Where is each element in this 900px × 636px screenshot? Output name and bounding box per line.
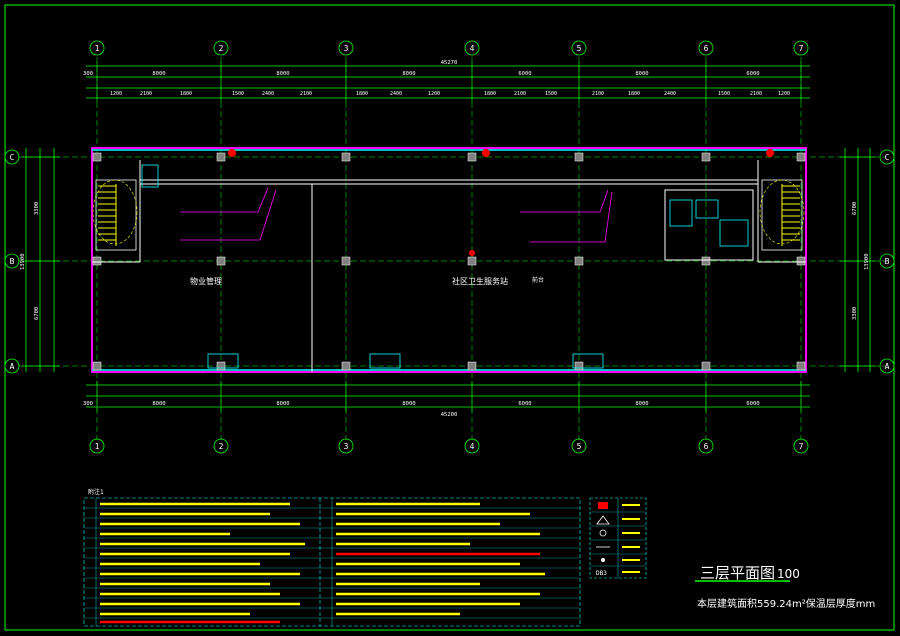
axis-label: C bbox=[885, 153, 890, 162]
svg-text:1200: 1200 bbox=[778, 91, 790, 97]
axis-label: 1 bbox=[95, 442, 100, 451]
axis-label: 4 bbox=[470, 442, 475, 451]
side-dimension-labels: 3300 6700 13900 6700 3300 13900 bbox=[20, 202, 870, 320]
axis-label: 7 bbox=[799, 44, 804, 53]
grid-axis-lines bbox=[18, 57, 885, 440]
drawing-title-text: 三层平面图 bbox=[700, 564, 776, 582]
bay-dimension: 6000 bbox=[518, 401, 531, 407]
axis-bubble-labels: 1 2 3 4 5 6 7 1 2 3 4 5 6 7 C B A C B A bbox=[10, 44, 890, 451]
axis-label: 7 bbox=[799, 442, 804, 451]
svg-text:1200: 1200 bbox=[110, 91, 122, 97]
svg-text:1800: 1800 bbox=[628, 91, 640, 97]
svg-text:1200: 1200 bbox=[428, 91, 440, 97]
left-stair bbox=[92, 179, 138, 251]
axis-label: A bbox=[10, 362, 15, 371]
svg-text:2400: 2400 bbox=[664, 91, 676, 97]
axis-label: B bbox=[885, 257, 890, 266]
svg-text:1800: 1800 bbox=[484, 91, 496, 97]
axis-label: 6 bbox=[704, 442, 709, 451]
drawing-scale: 100 bbox=[777, 567, 800, 581]
room-label: 物业管理 bbox=[190, 276, 222, 286]
notes-header: 附注1 bbox=[88, 488, 104, 496]
edge-dimension: 300 bbox=[83, 71, 93, 77]
right-stair bbox=[759, 179, 805, 251]
drawing-frame bbox=[4, 4, 895, 631]
axis-label: 4 bbox=[470, 44, 475, 53]
axis-label: A bbox=[885, 362, 890, 371]
bay-dimension: 8000 bbox=[276, 401, 289, 407]
bay-dimension: 8000 bbox=[635, 401, 648, 407]
bay-dimension: 6000 bbox=[518, 71, 531, 77]
note-text-lines bbox=[100, 502, 545, 616]
structural-columns bbox=[92, 152, 806, 371]
room-label: 社区卫生服务站 bbox=[452, 276, 508, 286]
top-dimensions bbox=[86, 65, 810, 99]
bay-dimension: 8000 bbox=[635, 71, 648, 77]
bottom-dimensions bbox=[86, 384, 810, 408]
side-dimension: 3300 bbox=[852, 307, 858, 320]
dimension-labels: 45270 8000 8000 8000 6000 8000 6000 4520… bbox=[83, 60, 760, 418]
axis-label: 3 bbox=[344, 44, 349, 53]
svg-text:1500: 1500 bbox=[232, 91, 244, 97]
svg-text:2100: 2100 bbox=[140, 91, 152, 97]
bay-dimension: 6000 bbox=[746, 401, 759, 407]
side-dimension: 6700 bbox=[34, 307, 40, 320]
interior-walls bbox=[92, 160, 806, 372]
note-text-lines-red bbox=[100, 552, 540, 624]
leader-lines bbox=[180, 187, 613, 243]
svg-text:2400: 2400 bbox=[262, 91, 274, 97]
svg-text:2100: 2100 bbox=[750, 91, 762, 97]
bay-dimension: 8000 bbox=[276, 71, 289, 77]
windows-and-fixtures bbox=[141, 164, 749, 369]
axis-label: 2 bbox=[219, 442, 224, 451]
svg-text:1800: 1800 bbox=[180, 91, 192, 97]
legend: DB3 bbox=[589, 497, 647, 579]
axis-label: 1 bbox=[95, 44, 100, 53]
room-label: 前台 bbox=[532, 276, 544, 284]
svg-text:2100: 2100 bbox=[300, 91, 312, 97]
overall-dimension: 45200 bbox=[441, 412, 458, 418]
legend-label: DB3 bbox=[596, 570, 607, 577]
edge-dimension: 300 bbox=[83, 401, 93, 407]
axis-bubbles bbox=[4, 40, 895, 454]
top-dim-small-text: 1200 2100 1800 1500 2400 2100 1800 2400 1200 1… bbox=[110, 91, 790, 97]
notes-table: 附注1 bbox=[83, 488, 581, 627]
axis-label: C bbox=[10, 153, 15, 162]
svg-text:2100: 2100 bbox=[514, 91, 526, 97]
axis-label: 5 bbox=[577, 44, 582, 53]
area-note: 本层建筑面积559.24m²保温层厚度mm bbox=[697, 599, 876, 610]
axis-label: B bbox=[10, 257, 15, 266]
axis-label: 3 bbox=[344, 442, 349, 451]
side-dimensions bbox=[22, 148, 875, 372]
axis-label: 5 bbox=[577, 442, 582, 451]
room-labels: 物业管理 社区卫生服务站 前台 bbox=[190, 276, 544, 286]
svg-text:1500: 1500 bbox=[718, 91, 730, 97]
axis-label: 6 bbox=[704, 44, 709, 53]
overall-dimension: 45270 bbox=[441, 60, 458, 66]
bay-dimension: 6000 bbox=[746, 71, 759, 77]
side-dimension: 13900 bbox=[864, 253, 870, 270]
bay-dimension: 8000 bbox=[152, 71, 165, 77]
side-dimension: 6700 bbox=[852, 202, 858, 215]
side-dimension: 13900 bbox=[20, 253, 26, 270]
svg-text:1500: 1500 bbox=[545, 91, 557, 97]
side-dimension: 3300 bbox=[34, 202, 40, 215]
svg-text:1800: 1800 bbox=[356, 91, 368, 97]
svg-text:2400: 2400 bbox=[390, 91, 402, 97]
bay-dimension: 8000 bbox=[402, 71, 415, 77]
red-markers bbox=[228, 149, 774, 256]
svg-text:2100: 2100 bbox=[592, 91, 604, 97]
top-dim-ticks bbox=[96, 62, 802, 102]
bay-dimension: 8000 bbox=[152, 401, 165, 407]
bay-dimension: 8000 bbox=[402, 401, 415, 407]
exterior-walls bbox=[91, 147, 807, 373]
axis-label: 2 bbox=[219, 44, 224, 53]
